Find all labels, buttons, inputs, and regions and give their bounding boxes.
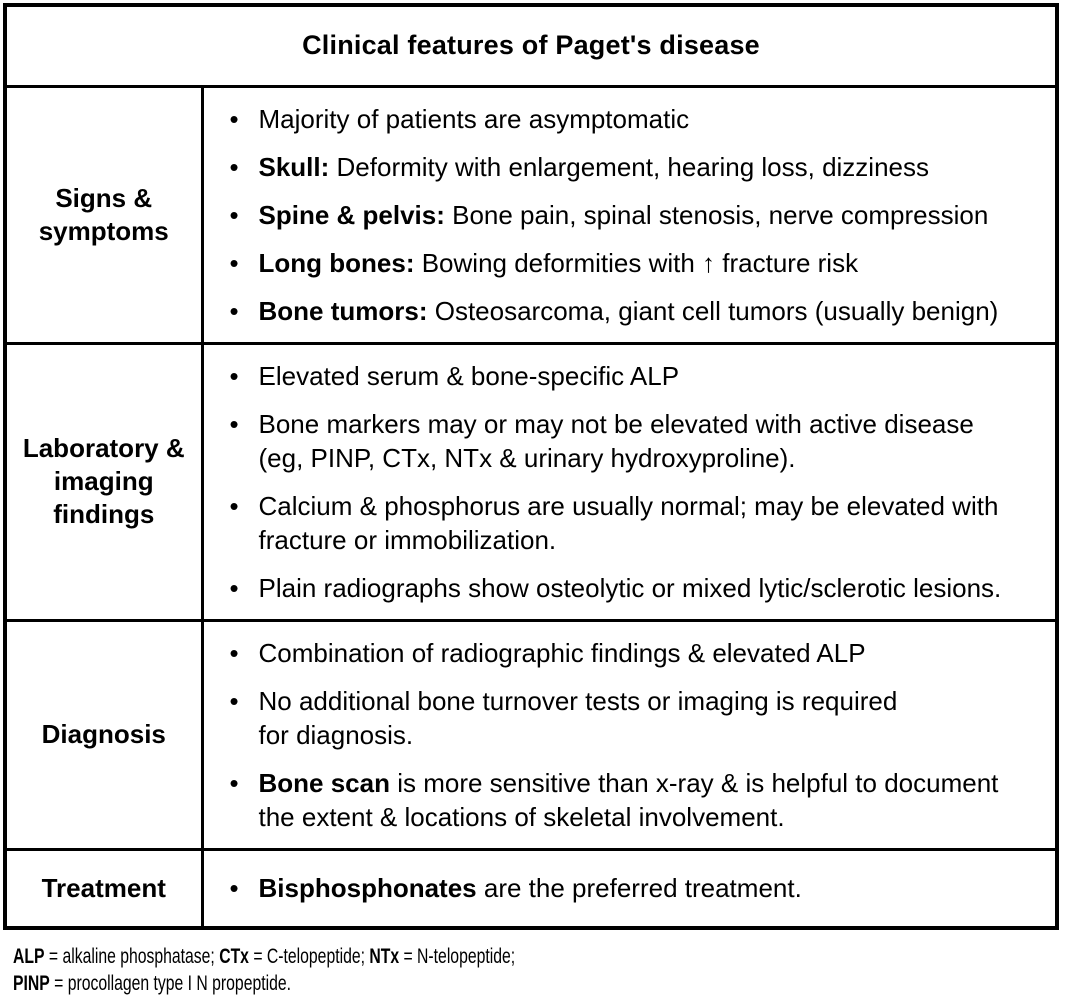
text-segment: Combination of radiographic findings & e… <box>258 637 866 668</box>
bullet-item: Long bones: Bowing deformities with ↑ fr… <box>204 246 1056 280</box>
bullet-item: Bone markers may or may not be elevated … <box>204 407 1056 475</box>
row-content: Elevated serum & bone-specific ALP Bone m… <box>200 341 1059 622</box>
bold-text-segment: ALP <box>13 945 45 968</box>
table-row: Signs & symptomsMajority of patients are… <box>3 84 1059 345</box>
text-segment: Majority of patients are asymptomatic <box>258 103 690 134</box>
row-label: Treatment <box>3 847 204 930</box>
row-content: Combination of radiographic findings & e… <box>200 618 1059 851</box>
paget-disease-table-figure: Clinical features of Paget's disease Sig… <box>3 3 1063 997</box>
table-title: Clinical features of Paget's disease <box>3 3 1059 88</box>
text-segment: No additional bone turnover tests or ima… <box>258 685 898 750</box>
text-segment: Bowing deformities with ↑ fracture risk <box>414 247 859 278</box>
bullet-item: Skull: Deformity with enlargement, heari… <box>204 150 1056 184</box>
bullet-item: Spine & pelvis: Bone pain, spinal stenos… <box>204 198 1056 232</box>
bullet-list: Combination of radiographic findings & e… <box>204 636 1056 834</box>
row-label: Laboratory & imaging findings <box>3 341 204 622</box>
text-segment: = N-telopeptide; <box>399 945 516 968</box>
bullet-item: Bone tumors: Osteosarcoma, giant cell tu… <box>204 294 1056 328</box>
table-row: TreatmentBisphosphonates are the preferr… <box>3 847 1059 930</box>
bold-text-segment: Long bones: <box>258 247 415 278</box>
bold-text-segment: PINP <box>13 972 50 995</box>
clinical-features-table: Clinical features of Paget's disease Sig… <box>3 3 1059 930</box>
row-content: Majority of patients are asymptomaticSku… <box>200 84 1059 345</box>
bullet-item: Bisphosphonates are the preferred treatm… <box>204 871 1056 905</box>
text-segment: Calcium & phosphorus are usually normal;… <box>258 490 999 555</box>
bold-text-segment: Skull: <box>258 151 330 182</box>
bullet-list: Bisphosphonates are the preferred treatm… <box>204 871 1056 905</box>
table-row: Laboratory & imaging findingsElevated se… <box>3 341 1059 622</box>
text-segment: = alkaline phosphatase; <box>44 945 220 968</box>
row-label: Signs & symptoms <box>3 84 204 345</box>
bullet-item: Combination of radiographic findings & e… <box>204 636 1056 670</box>
bullet-item: Calcium & phosphorus are usually normal;… <box>204 489 1056 557</box>
text-segment: = C-telopeptide; <box>248 945 370 968</box>
bold-text-segment: Bone scan <box>258 767 391 798</box>
text-segment: Deformity with enlargement, hearing loss… <box>329 151 929 182</box>
abbreviation-footnote: ALP = alkaline phosphatase; CTx = C-telo… <box>13 943 801 997</box>
text-segment: Bone pain, spinal stenosis, nerve compre… <box>444 199 989 230</box>
bold-text-segment: Spine & pelvis: <box>258 199 445 230</box>
footnote-line: ALP = alkaline phosphatase; CTx = C-telo… <box>13 943 801 970</box>
bullet-list: Majority of patients are asymptomaticSku… <box>204 102 1056 328</box>
bold-text-segment: Bone tumors: <box>258 295 428 326</box>
footnote-line: PINP = procollagen type I N propeptide. <box>13 970 801 997</box>
bullet-item: Elevated serum & bone-specific ALP <box>204 359 1056 393</box>
row-content: Bisphosphonates are the preferred treatm… <box>200 847 1059 930</box>
bullet-item: Majority of patients are asymptomatic <box>204 102 1056 136</box>
text-segment: Bone markers may or may not be elevated … <box>258 408 974 473</box>
text-segment: are the preferred treatment. <box>476 873 802 904</box>
text-segment: Osteosarcoma, giant cell tumors (usually… <box>427 295 999 326</box>
bold-text-segment: Bisphosphonates <box>258 873 477 904</box>
bullet-list: Elevated serum & bone-specific ALP Bone m… <box>204 359 1056 605</box>
bullet-item: Plain radiographs show osteolytic or mix… <box>204 571 1056 605</box>
title-row: Clinical features of Paget's disease <box>3 3 1059 88</box>
text-segment: = procollagen type I N propeptide. <box>49 972 291 995</box>
bullet-item: Bone scan is more sensitive than x-ray &… <box>204 766 1056 834</box>
text-segment: is more sensitive than x-ray & is helpfu… <box>258 767 999 832</box>
bullet-item: No additional bone turnover tests or ima… <box>204 684 1056 752</box>
bold-text-segment: CTx <box>219 945 249 968</box>
row-label: Diagnosis <box>3 618 204 851</box>
bold-text-segment: NTx <box>369 945 400 968</box>
table-row: Diagnosis Combination of radiographic fin… <box>3 618 1059 851</box>
table-rows: Clinical features of Paget's disease Sig… <box>3 3 1059 930</box>
text-segment: Elevated serum & bone-specific ALP <box>258 360 680 391</box>
text-segment: Plain radiographs show osteolytic or mix… <box>258 572 1002 603</box>
